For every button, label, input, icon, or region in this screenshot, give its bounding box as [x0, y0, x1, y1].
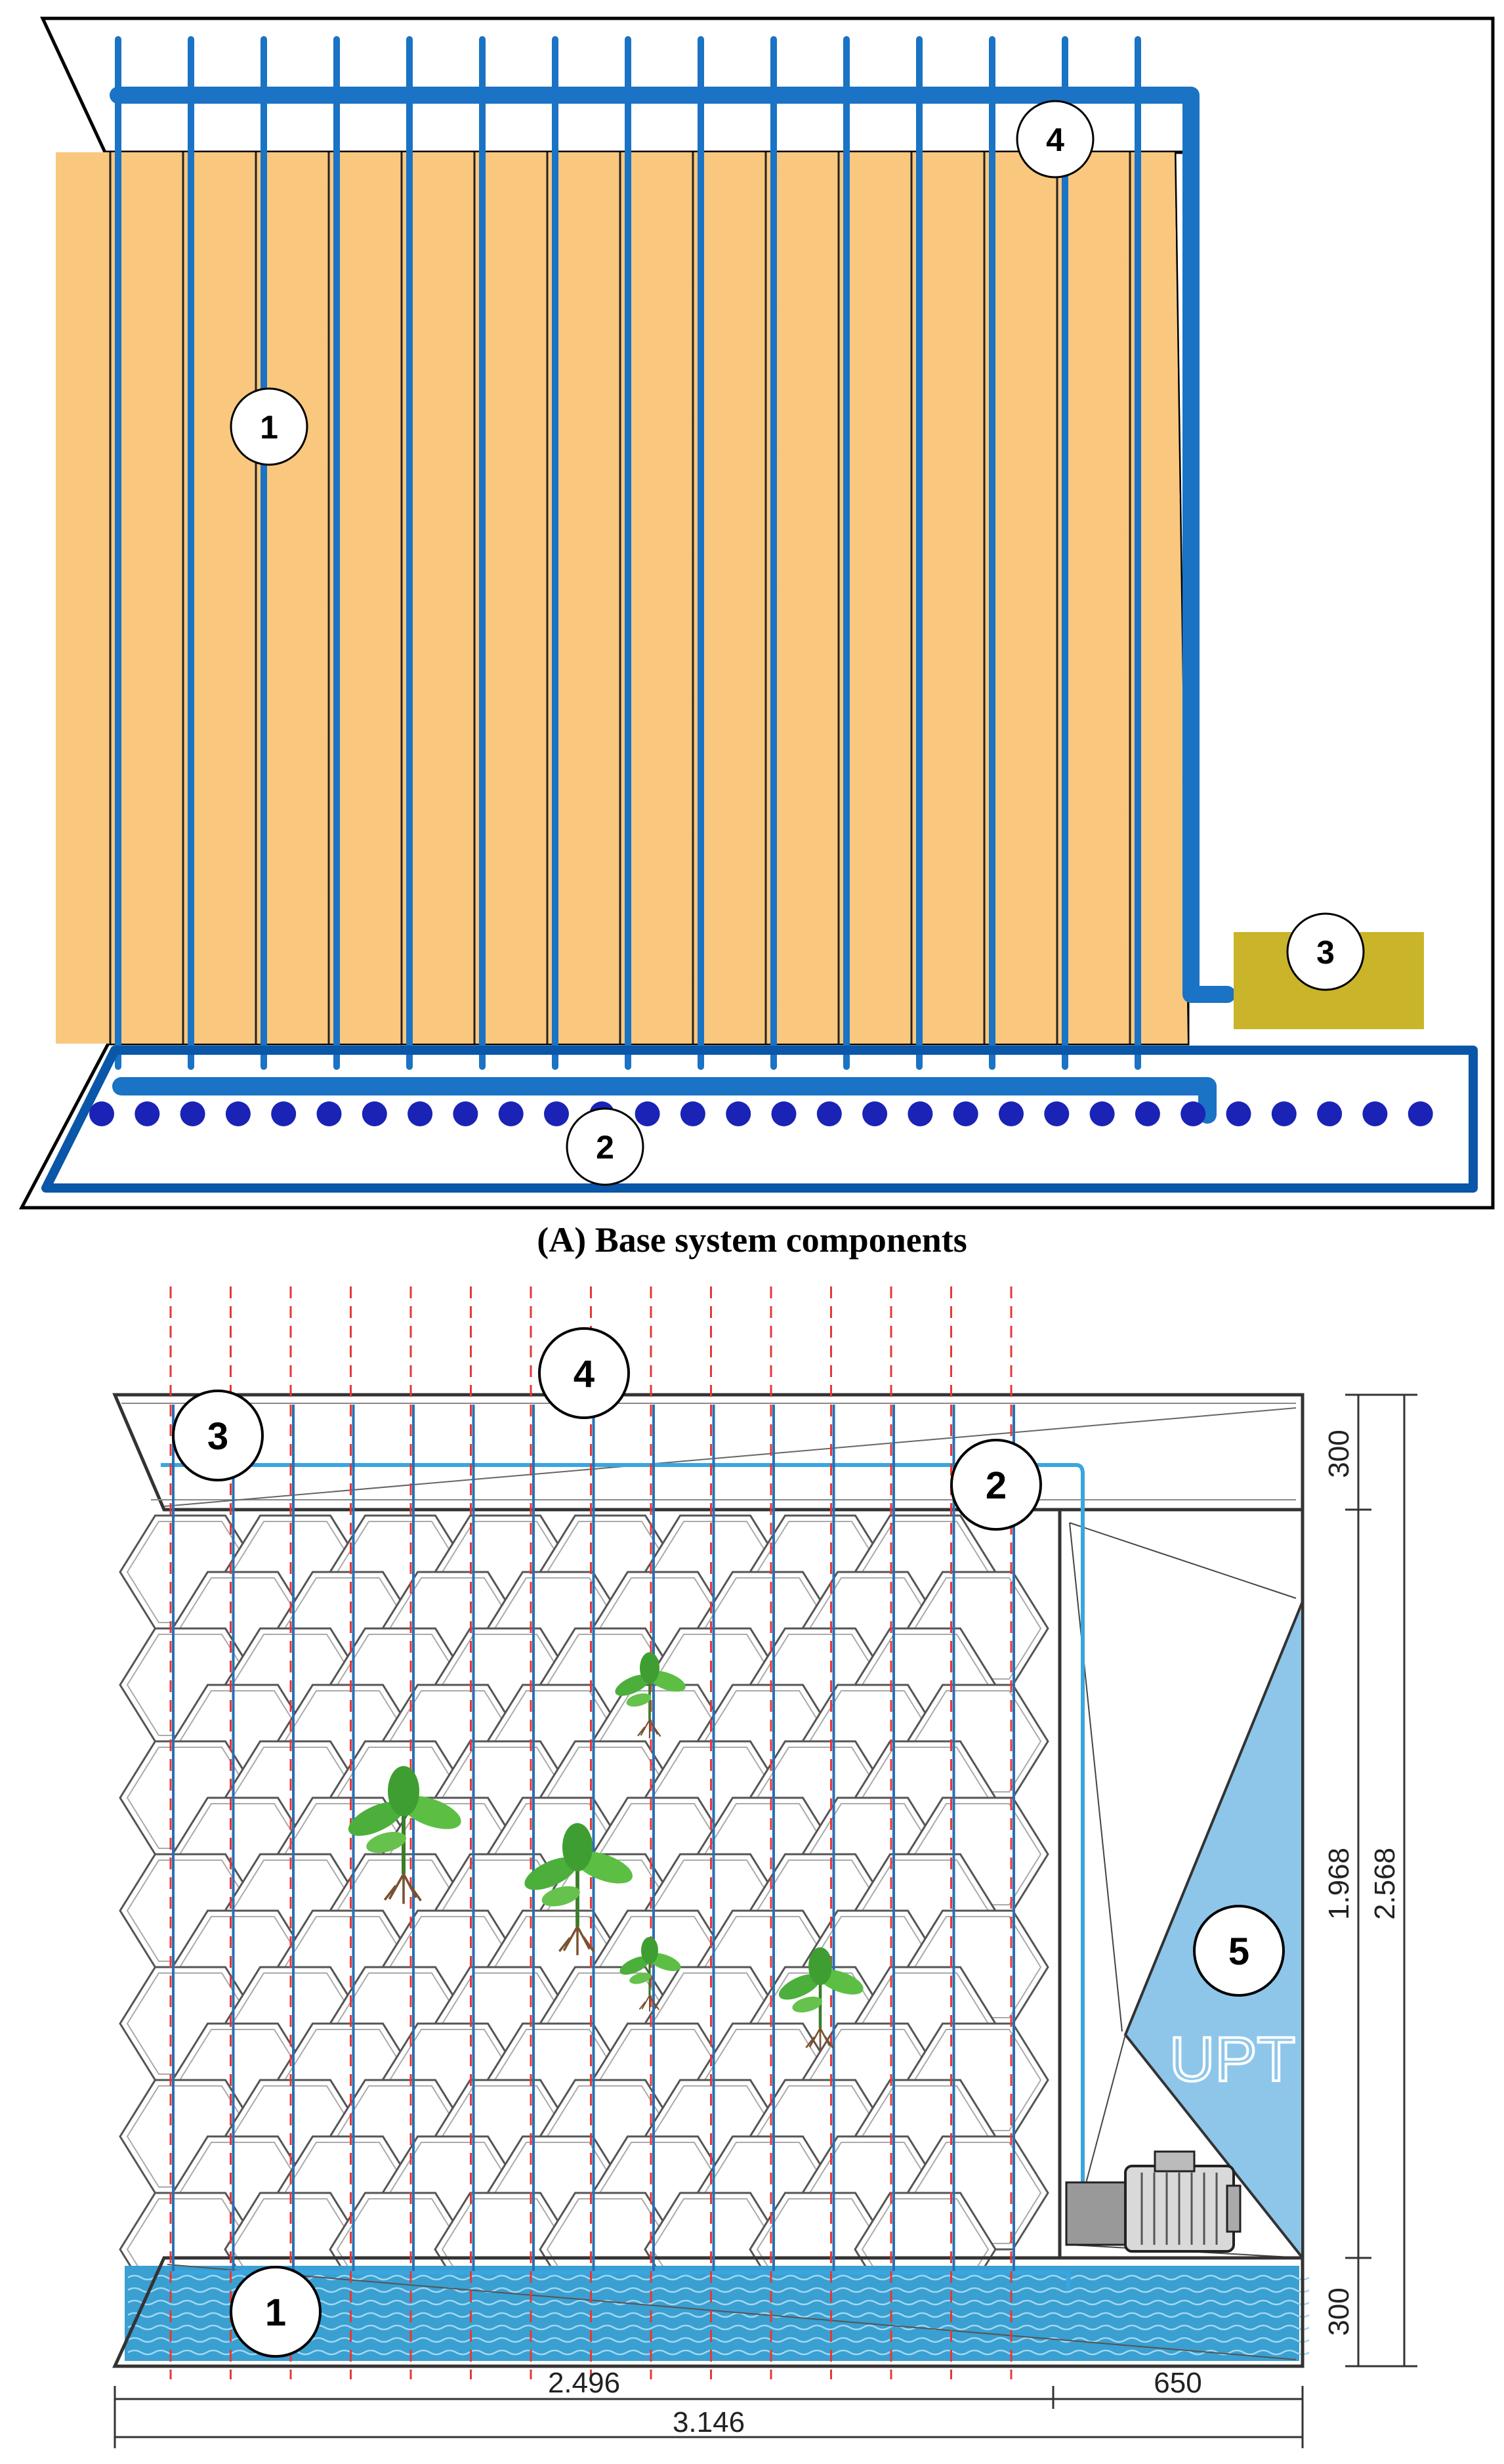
callout-3: 3: [1286, 912, 1365, 991]
vertical-irrigation-lines: [109, 36, 1141, 1070]
drainage-hole: [271, 1101, 297, 1126]
plants: [348, 1652, 864, 2051]
svg-text:2: 2: [986, 1464, 1007, 1507]
plant-icon: [619, 1936, 681, 2012]
top-channel-diagonal: [163, 1407, 1297, 1507]
drainage-hole: [1408, 1101, 1433, 1126]
collection-trough: [41, 1046, 1478, 1193]
upt-label: UPT: [1169, 2024, 1295, 2094]
wave-line: [127, 2337, 1310, 2343]
drainage-hole: [316, 1101, 342, 1126]
return-pipe: [112, 1077, 1217, 1124]
drainage-hole: [1135, 1101, 1160, 1126]
drainage-hole: [1362, 1101, 1388, 1126]
svg-text:3: 3: [1316, 934, 1335, 971]
dim-width-wall: 2.496: [548, 2367, 620, 2399]
plant-icon: [615, 1652, 686, 1739]
top-distribution-pipe: [161, 1463, 1085, 2224]
drainage-hole: [362, 1101, 387, 1126]
drainage-hole: [862, 1101, 888, 1126]
callout-b-3: 3: [172, 1390, 264, 1481]
housing-line-1: [1069, 1522, 1297, 1599]
pump-motor-icon: [1065, 2150, 1242, 2253]
hex-module: [331, 993, 482, 1044]
drainage-hole: [453, 1101, 478, 1126]
drainage-hole: [1271, 1101, 1297, 1126]
wave-line: [127, 2324, 1310, 2331]
hex-module: [56, 993, 201, 1044]
svg-text:5: 5: [1228, 1930, 1249, 1973]
bottom-channel: [112, 2256, 1305, 2368]
svg-text:2: 2: [596, 1129, 614, 1166]
drainage-hole: [771, 1101, 797, 1126]
housing-line-2: [1069, 1522, 1123, 2032]
drainage-holes: [89, 1101, 1433, 1126]
dim-height-top: 300: [1323, 1430, 1355, 1477]
drainage-hole: [544, 1101, 569, 1126]
dim-height-total: 2.568: [1369, 1848, 1401, 1920]
diagram-a-caption: (A) Base system components: [537, 1220, 967, 1260]
base-system-diagram: 1 2 3 4: [18, 16, 1495, 1210]
drainage-hole: [908, 1101, 933, 1126]
callout-b-1: 1: [230, 2266, 322, 2358]
drainage-hole: [498, 1101, 524, 1126]
vertical-drip-lines: [169, 1286, 1015, 2379]
hex-module: [191, 993, 342, 1044]
hex-module: [612, 993, 763, 1044]
callout-b-5: 5: [1193, 1905, 1285, 1997]
drainage-hole: [407, 1101, 433, 1126]
drainage-hole: [953, 1101, 978, 1126]
callout-2: 2: [566, 1107, 644, 1186]
svg-text:4: 4: [1046, 121, 1064, 158]
callout-b-4: 4: [538, 1327, 630, 1419]
bottom-return-pipe: [167, 2270, 1071, 2289]
drainage-hole: [1180, 1101, 1206, 1126]
hexagon-frame-grid: [119, 1514, 1049, 2307]
svg-text:3: 3: [207, 1415, 228, 1458]
plant-icon: [778, 1947, 864, 2051]
drainage-hole: [999, 1101, 1024, 1126]
top-manifold-pipe: [110, 87, 1236, 1003]
dim-height-bottom: 300: [1323, 2287, 1355, 2335]
svg-text:1: 1: [260, 409, 278, 446]
drainage-hole: [1089, 1101, 1115, 1126]
callout-4: 4: [1016, 100, 1095, 179]
drainage-hole: [180, 1101, 205, 1126]
drainage-hole: [135, 1101, 160, 1126]
dim-width-side: 650: [1154, 2367, 1201, 2399]
plant-icon: [524, 1823, 633, 1955]
dimension-lines: [114, 1393, 1417, 2448]
dimension-labels: 2.496 650 3.146 300 1.968 300 2.568: [548, 1430, 1401, 2438]
wave-line: [127, 2349, 1310, 2356]
drainage-hole: [635, 1101, 660, 1126]
drainage-hole: [1317, 1101, 1343, 1126]
drainage-hole: [1226, 1101, 1251, 1126]
drainage-hole: [680, 1101, 705, 1126]
callout-b-2: 2: [950, 1439, 1042, 1531]
svg-text:4: 4: [574, 1353, 595, 1395]
wave-line: [127, 2299, 1310, 2306]
drainage-hole: [225, 1101, 251, 1126]
hex-module: [753, 993, 904, 1044]
dim-width-total: 3.146: [673, 2406, 745, 2438]
hex-module: [472, 993, 623, 1044]
callout-1: 1: [230, 387, 308, 466]
dim-height-mid: 1.968: [1323, 1848, 1355, 1920]
wave-line: [127, 2312, 1310, 2318]
svg-text:1: 1: [265, 2291, 286, 2334]
hex-module: [893, 993, 1044, 1044]
water-waves: [127, 2274, 1310, 2356]
wave-line: [127, 2287, 1310, 2293]
drainage-hole: [816, 1101, 842, 1126]
hex-module: [1034, 993, 1184, 1044]
plant-icon: [348, 1766, 461, 1904]
drainage-hole: [1044, 1101, 1070, 1126]
drainage-hole: [89, 1101, 114, 1126]
drainage-hole: [726, 1101, 751, 1126]
bottom-channel-diagonal: [167, 2264, 1297, 2360]
